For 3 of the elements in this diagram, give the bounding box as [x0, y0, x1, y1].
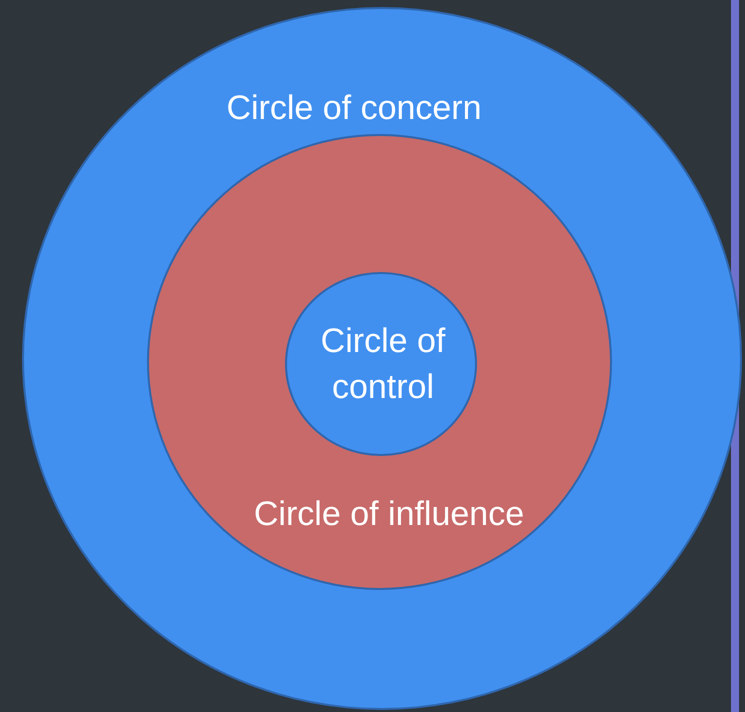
circle-label: Circle of influence: [252, 494, 526, 535]
circle-label: Circle of control: [320, 321, 446, 408]
circle-label: Circle of concern: [225, 88, 483, 129]
